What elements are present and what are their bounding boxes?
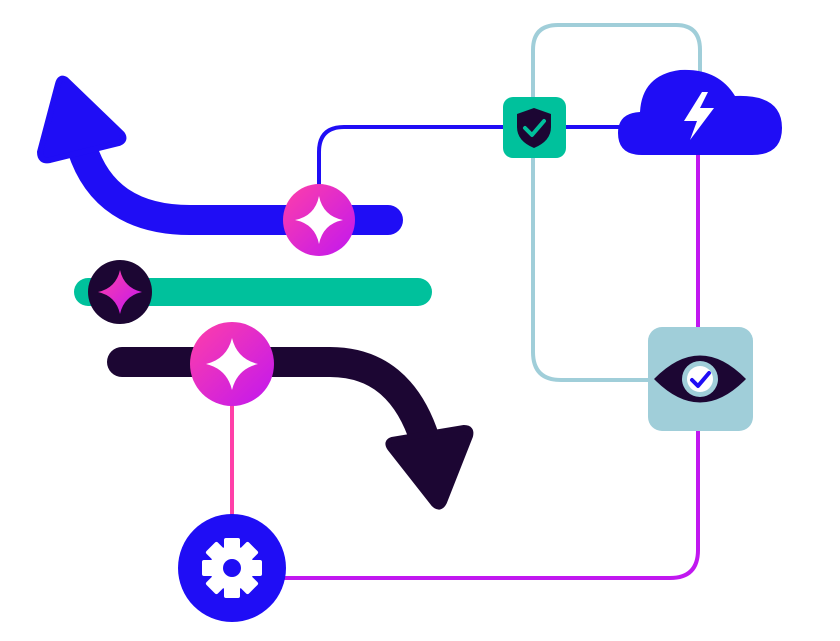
arrow-curve-down-right-icon (107, 347, 474, 510)
sparkle-node-top (283, 184, 355, 256)
sparkle-icon (98, 270, 142, 314)
cloud-lightning-icon (618, 69, 782, 155)
eye-check-badge (648, 327, 753, 431)
connector-line-blue (317, 125, 622, 192)
check-icon (690, 371, 711, 388)
gear-node (178, 514, 286, 622)
sparkle-node-dark (88, 260, 152, 324)
sparkle-node-lower (190, 322, 274, 406)
sparkle-icon (206, 338, 258, 390)
arrow-curve-up-left-icon (37, 75, 403, 235)
sparkle-icon (295, 196, 343, 244)
shield-check-icon (517, 108, 551, 148)
shield-check-badge (503, 97, 566, 158)
lightning-icon (684, 92, 714, 140)
gear-icon (202, 538, 262, 598)
connector-line-teal (531, 23, 702, 382)
